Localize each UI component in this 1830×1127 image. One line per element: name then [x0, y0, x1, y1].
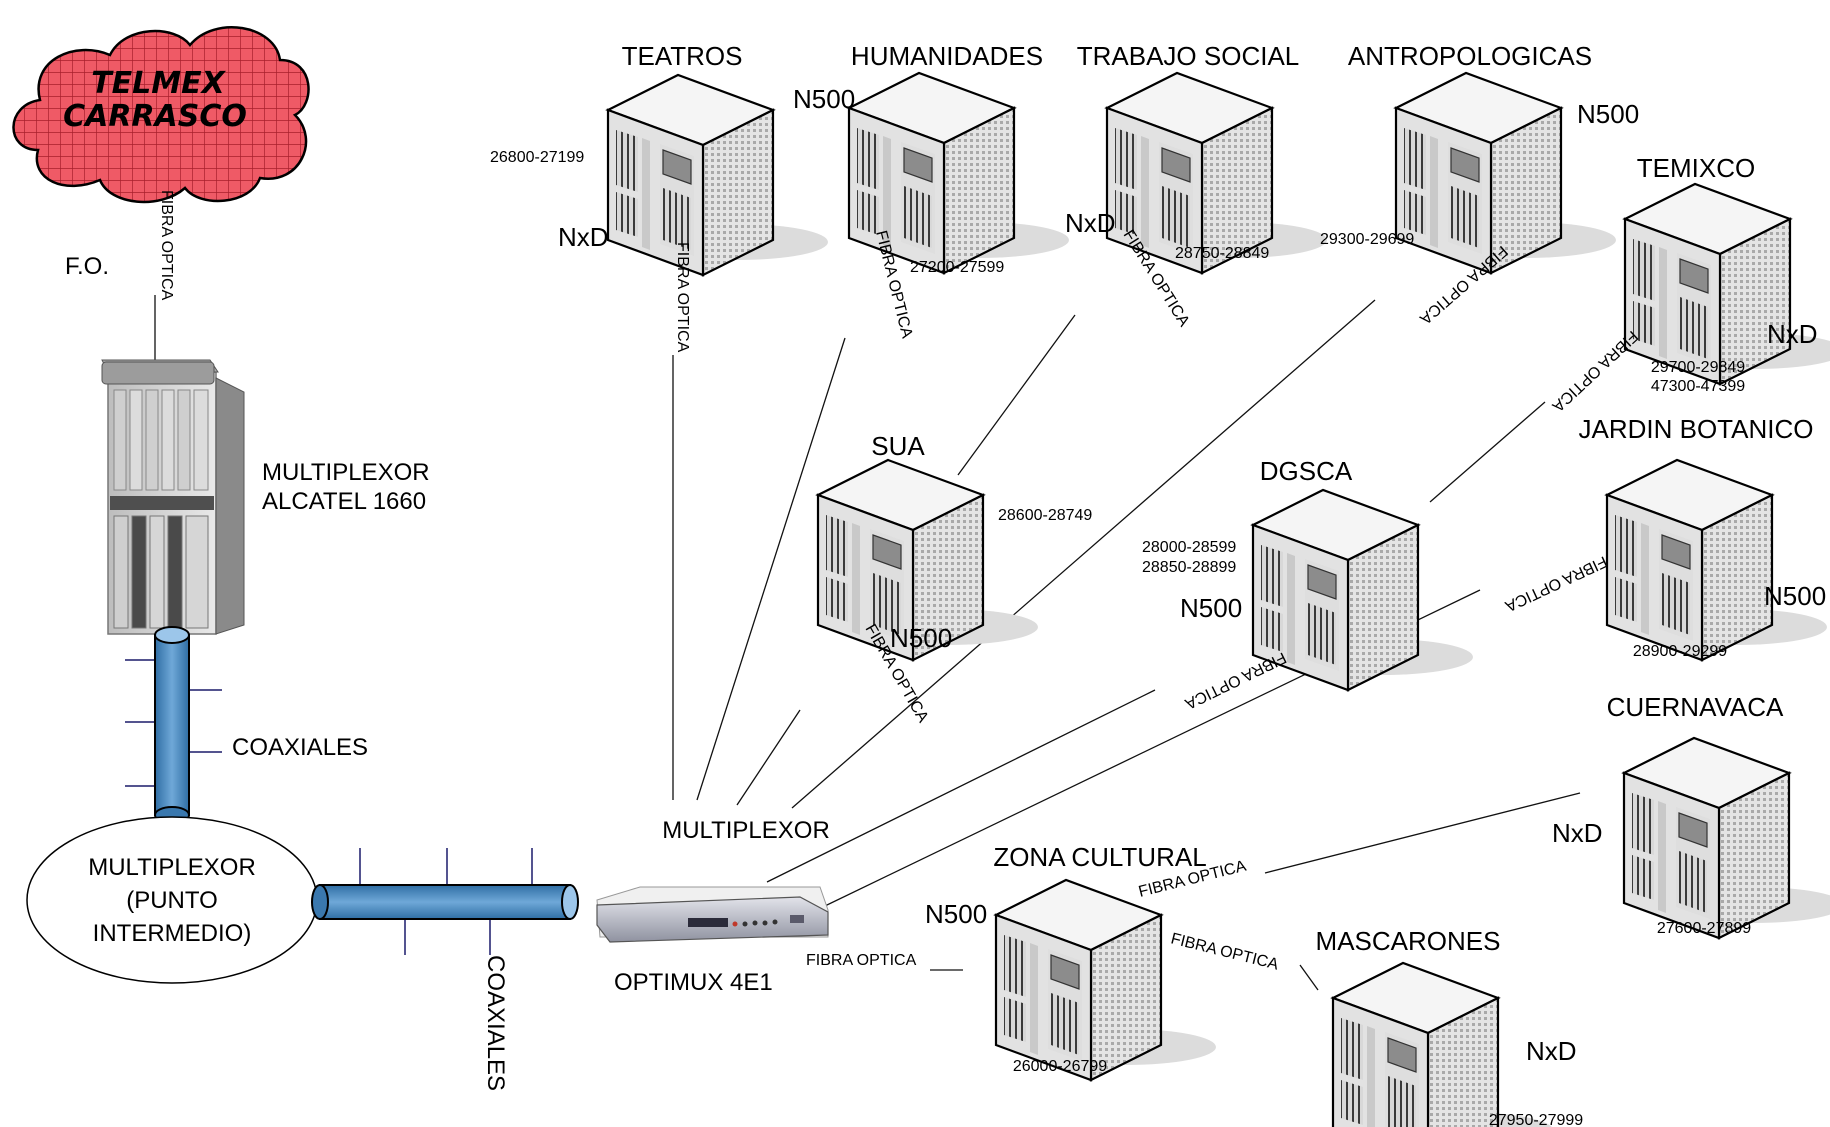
server-model: N500 [1764, 581, 1826, 611]
coax-pipe-horizontal [311, 848, 579, 955]
server-name: CUERNAVACA [1607, 692, 1784, 722]
server-name: SUA [871, 431, 925, 461]
server-extension-range: 28750-28849 [1175, 245, 1269, 262]
server-humanidades: HUMANIDADES N500 27200-27599 [793, 41, 1071, 276]
server-temixco: TEMIXCO NxD 29700-29849 47300-47399 [1623, 153, 1830, 395]
server-teatros: TEATROS NxD 26800-27199 [490, 41, 830, 277]
server-name: ZONA CULTURAL [993, 842, 1206, 872]
link-dgsca-temixco [1429, 401, 1546, 503]
link-antropologicas [791, 299, 1376, 809]
fibra-label-dgsca: FIBRA OPTICA [1182, 648, 1289, 712]
server-model: N500 [1180, 593, 1242, 623]
coaxiales-label-horizontal: COAXIALES [482, 955, 509, 1091]
alcatel-label-line2: ALCATEL 1660 [262, 488, 426, 515]
server-name: TEMIXCO [1637, 153, 1755, 183]
link-dgsca [766, 689, 1156, 883]
optimux-label: OPTIMUX 4E1 [614, 969, 773, 996]
server-icon [1623, 182, 1830, 386]
server-nodes: TEATROS NxD 26800-27199 HUMANIDADES N500 2720… [490, 41, 1830, 1127]
coaxiales-label-vertical: COAXIALES [232, 734, 368, 761]
cloud-shape [12, 26, 310, 204]
server-model: N500 [793, 84, 855, 114]
server-extension-range: 29300-29699 [1320, 231, 1414, 248]
server-name: HUMANIDADES [851, 41, 1043, 71]
fibra-label-teatros: FIBRA OPTICA [674, 242, 691, 353]
server-model: NxD [1065, 208, 1116, 238]
alcatel-1660-rack [101, 359, 245, 635]
server-model: NxD [1552, 818, 1603, 848]
server-name: MASCARONES [1316, 926, 1501, 956]
link-sua-trabajo-social [957, 314, 1076, 476]
server-extension-range: 26000-26799 [1013, 1058, 1107, 1075]
server-name: DGSCA [1260, 456, 1353, 486]
server-extension-range: 27950-27999 [1489, 1112, 1583, 1127]
server-model: NxD [558, 222, 609, 252]
punto-label-line2: (PUNTO [126, 887, 218, 914]
alcatel-label-line1: MULTIPLEXOR [262, 459, 430, 486]
server-extension-range: 47300-47399 [1651, 378, 1745, 395]
server-extension-range: 28600-28749 [998, 507, 1092, 524]
server-trabajo-social: TRABAJO SOCIAL NxD 28750-28849 [1065, 41, 1329, 275]
fo-label: F.O. [65, 253, 109, 280]
server-model: N500 [890, 623, 952, 653]
multiplexor-label: MULTIPLEXOR [662, 817, 830, 844]
server-model: N500 [1577, 99, 1639, 129]
fibra-label-zona-cultural: FIBRA OPTICA [806, 952, 917, 969]
server-icon [1605, 458, 1829, 662]
punto-label-line1: MULTIPLEXOR [88, 854, 256, 881]
fibra-label-mascarones: FIBRA OPTICA [1169, 930, 1280, 973]
server-name: TEATROS [622, 41, 743, 71]
link-mascarones [1299, 964, 1319, 991]
server-jardin-botanico: JARDIN BOTANICO N500 28900-29299 [1579, 414, 1829, 662]
server-icon [1622, 736, 1830, 940]
coax-pipe-vertical [125, 626, 222, 824]
server-cuernavaca: CUERNAVACA NxD 27600-27899 [1552, 692, 1830, 940]
server-extension-range: 27600-27899 [1657, 920, 1751, 937]
cloud-label-line2: CARRASCO [63, 99, 247, 134]
server-name: TRABAJO SOCIAL [1077, 41, 1300, 71]
server-icon [1331, 961, 1555, 1127]
fibra-label-temixco: FIBRA OPTICA [1548, 327, 1640, 415]
server-model: NxD [1767, 319, 1818, 349]
punto-label-line3: INTERMEDIO) [93, 920, 252, 947]
server-model: NxD [1526, 1036, 1577, 1066]
optimux-device [596, 886, 829, 943]
cloud-label-line1: TELMEX [91, 66, 226, 101]
server-name: ANTROPOLOGICAS [1348, 41, 1592, 71]
telmex-cloud: TELMEX CARRASCO [12, 26, 310, 204]
link-sua [736, 709, 801, 806]
server-extension-range: 28900-29299 [1633, 643, 1727, 660]
server-extension-range: 27200-27599 [910, 259, 1004, 276]
server-mascarones: MASCARONES NxD 27950-27999 [1316, 926, 1583, 1127]
fibra-label-jardin-botanico: FIBRA OPTICA [1502, 552, 1609, 614]
link-humanidades [696, 337, 846, 801]
server-extension-range: 29700-29849 [1651, 359, 1745, 376]
server-model: N500 [925, 899, 987, 929]
server-name: JARDIN BOTANICO [1579, 414, 1814, 444]
server-extension-range: 28850-28899 [1142, 559, 1236, 576]
server-extension-range: 28000-28599 [1142, 539, 1236, 556]
server-sua: SUA N500 28600-28749 [816, 431, 1092, 662]
server-icon [994, 878, 1218, 1082]
server-antropologicas: ANTROPOLOGICAS N500 29300-29699 [1320, 41, 1639, 275]
server-dgsca: DGSCA N500 28000-28599 28850-28899 [1142, 456, 1475, 692]
fibra-label-telmex: FIBRA OPTICA [158, 190, 175, 301]
link-cuernavaca [1264, 792, 1581, 874]
server-extension-range: 26800-27199 [490, 149, 584, 166]
